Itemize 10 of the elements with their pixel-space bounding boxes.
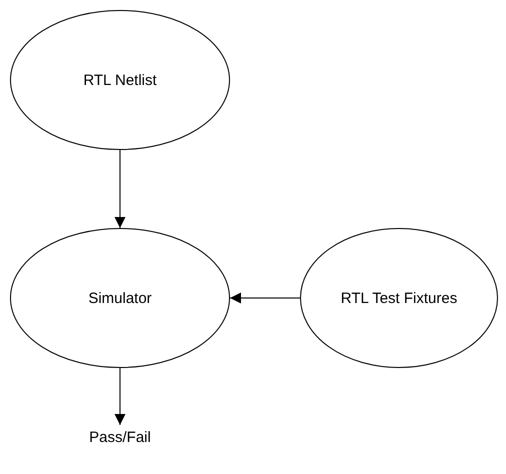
node-label: RTL Test Fixtures [340, 290, 458, 306]
ellipse-node [10, 10, 230, 150]
ellipse-node [300, 228, 498, 368]
arrow [230, 292, 300, 304]
ellipse-node [10, 228, 230, 368]
arrow [114, 368, 126, 426]
node-label: RTL Netlist [83, 72, 157, 88]
arrow [114, 150, 126, 228]
output-label: Pass/Fail [89, 428, 151, 446]
node-label: Simulator [88, 290, 152, 306]
